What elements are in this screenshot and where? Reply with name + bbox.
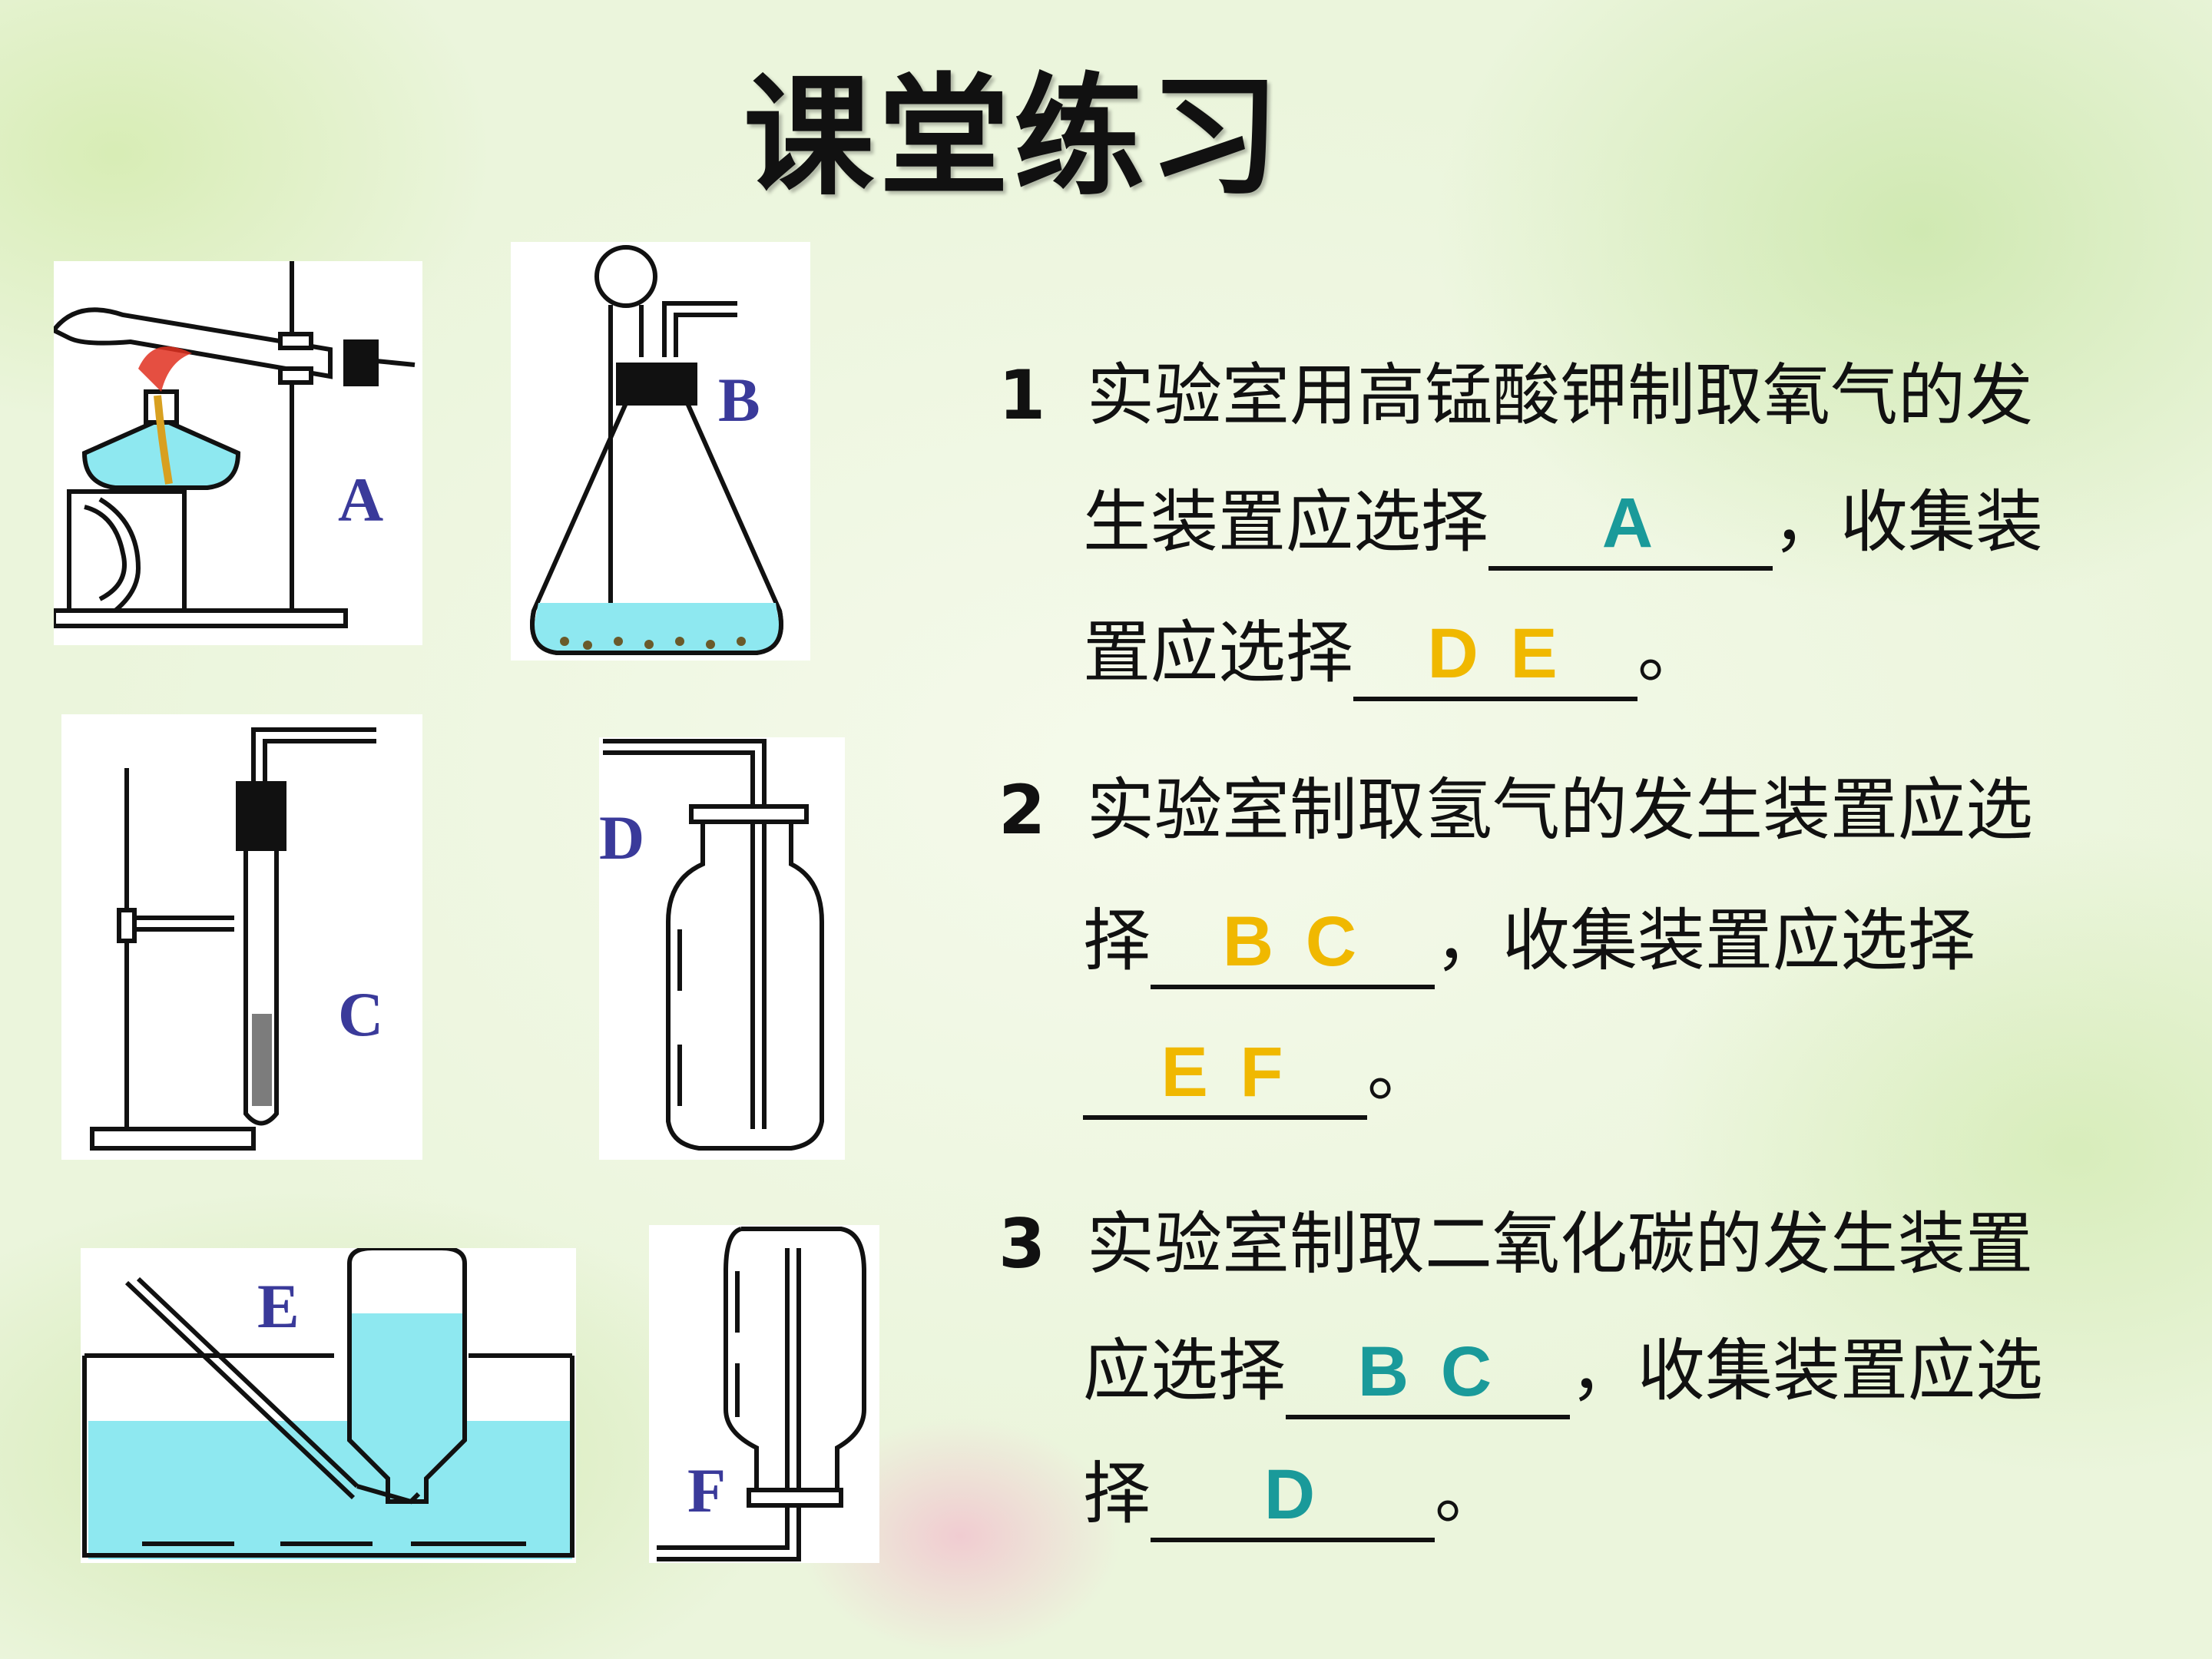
apparatus-e-label: E: [257, 1271, 300, 1341]
question-1-answer-2: D E: [1427, 614, 1564, 693]
question-2-answer-1: B C: [1222, 902, 1363, 981]
question-2-answer-2: E F: [1161, 1033, 1290, 1111]
question-3-line-1: 实验室制取二氧化碳的发生装置: [1087, 1204, 2034, 1283]
apparatus-a-label: A: [338, 465, 384, 535]
apparatus-d-panel: D: [599, 737, 845, 1160]
apparatus-c-label: C: [338, 979, 384, 1049]
question-2-line-1: 实验室制取氢气的发生装置应选: [1087, 770, 2034, 849]
apparatus-f-label: F: [687, 1455, 727, 1525]
question-3-blank-2: D: [1151, 1455, 1435, 1542]
apparatus-d-label: D: [599, 803, 645, 873]
question-2-number: 2: [998, 770, 1046, 849]
apparatus-a-drawing: [54, 261, 416, 628]
question-1-number: 1: [998, 356, 1046, 435]
question-2-line-3: E F。: [1083, 1006, 1435, 1137]
apparatus-f-panel: F: [649, 1225, 879, 1563]
apparatus-e-panel: E: [81, 1248, 576, 1563]
apparatus-a-panel: A: [54, 261, 422, 645]
apparatus-c-drawing: [90, 727, 376, 1151]
page-title: 课堂练习: [743, 60, 1284, 214]
apparatus-d-drawing: [603, 739, 824, 1151]
apparatus-e-drawing: [82, 1248, 575, 1559]
question-3-number: 3: [998, 1204, 1046, 1283]
apparatus-b-panel: B: [511, 242, 810, 661]
question-1-answer-1: A: [1601, 484, 1660, 562]
question-1-line-1: 实验室用高锰酸钾制取氧气的发: [1087, 356, 2034, 435]
question-1-blank-2: D E: [1353, 614, 1638, 701]
apparatus-f-drawing: [657, 1227, 866, 1561]
question-3-blank-1: B C: [1286, 1333, 1571, 1419]
question-3-answer-1: B C: [1357, 1333, 1498, 1411]
question-3-answer-2: D: [1263, 1455, 1322, 1534]
apparatus-b-label: B: [718, 365, 760, 435]
question-2-blank-1: B C: [1151, 902, 1435, 989]
question-1-blank-1: A: [1488, 484, 1773, 571]
apparatus-c-panel: C: [61, 714, 422, 1160]
question-2-blank-2: E F: [1083, 1033, 1367, 1120]
apparatus-b-drawing: [530, 245, 783, 655]
